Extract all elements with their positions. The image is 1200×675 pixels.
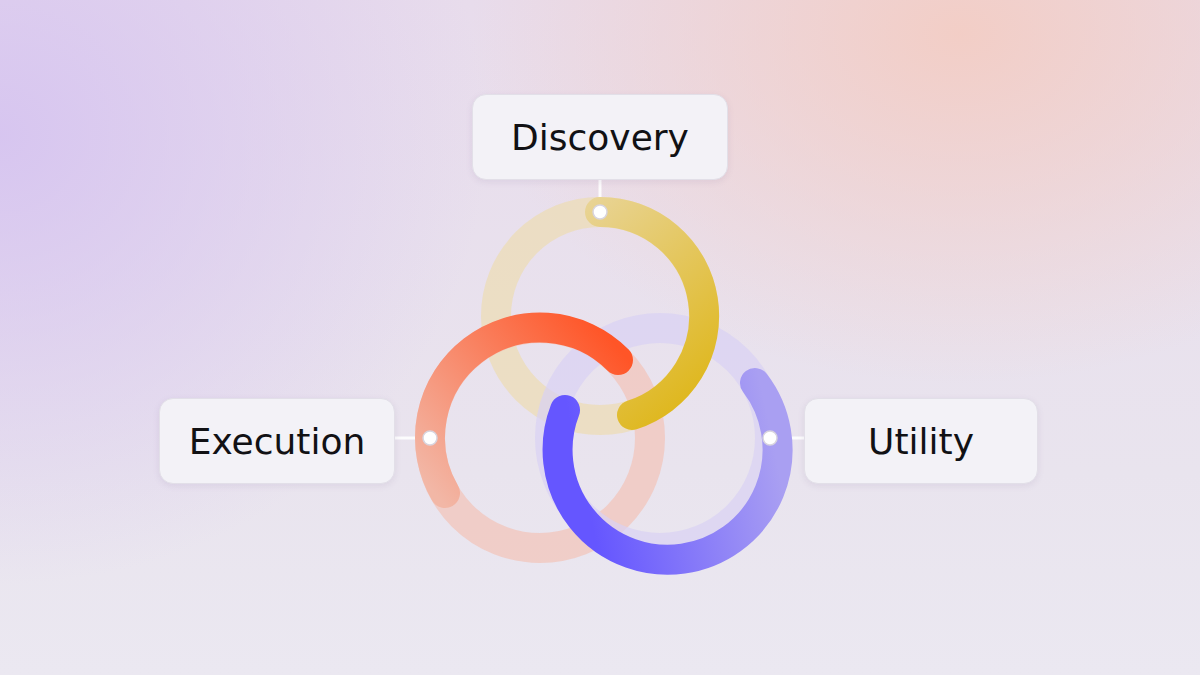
connector-dots [423,205,777,445]
orange-ring [430,328,618,493]
label-box: Discovery [472,94,728,180]
label-text: Execution [189,421,366,462]
yellow-ring [600,212,704,415]
label-text: Discovery [511,117,689,158]
purple-ring [558,383,778,560]
label-box: Execution [159,398,395,484]
label-text: Utility [868,421,974,462]
label-box: Utility [804,398,1038,484]
